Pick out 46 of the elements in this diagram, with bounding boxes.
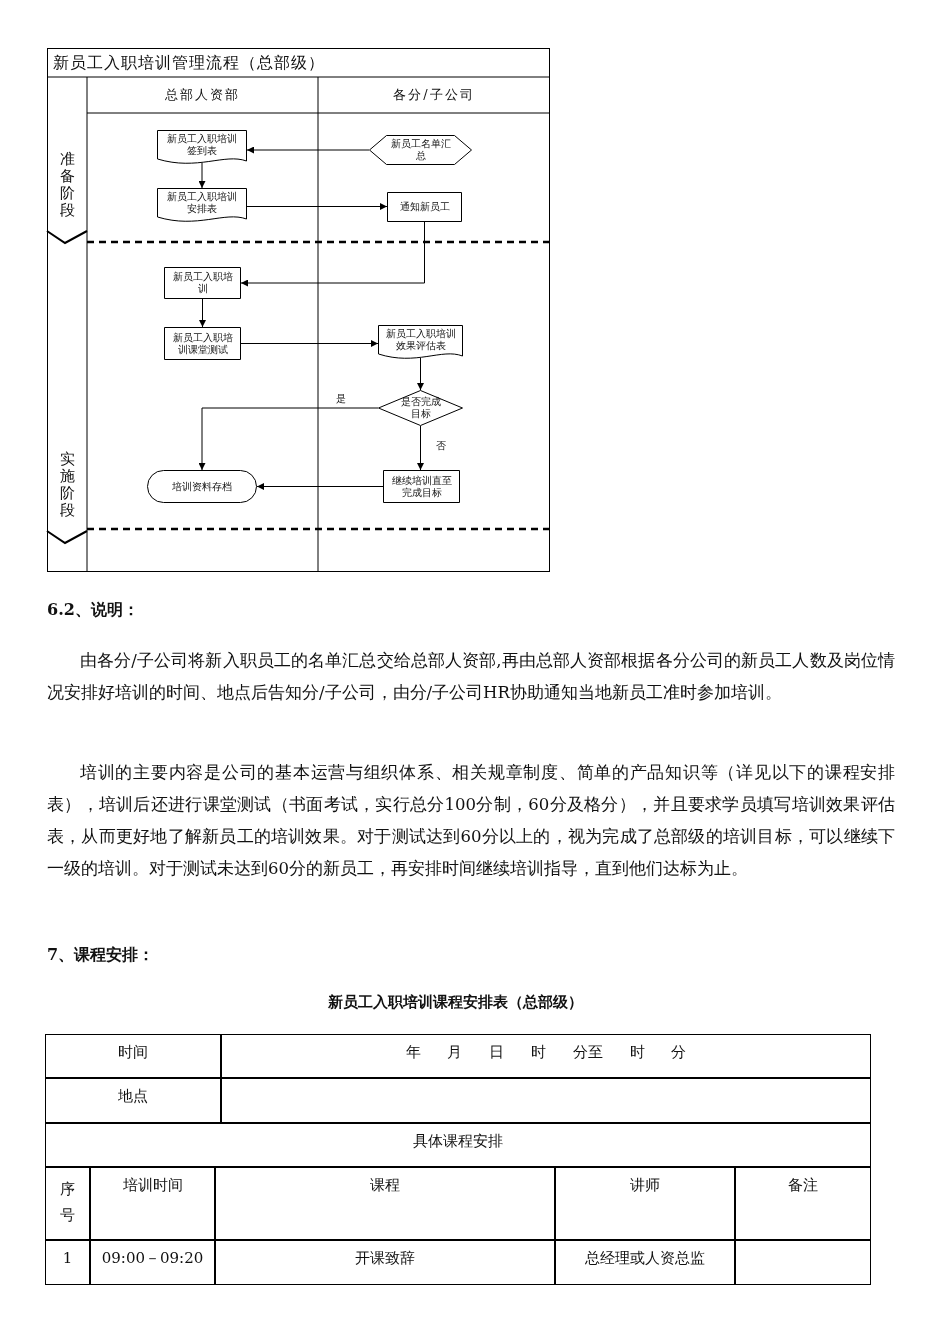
edge-label: 否: [436, 440, 446, 452]
table-cell: 09:00－09:20: [90, 1240, 215, 1285]
arrow: [198, 407, 379, 471]
table-cell: 讲师: [555, 1167, 735, 1240]
arrow: [417, 425, 424, 471]
phase-band: 准备阶段: [47, 113, 87, 255]
hexagon-shape: 新员工名单汇总: [369, 135, 472, 165]
process-box: 新员工入职培训: [164, 267, 241, 299]
paragraph: 培训的主要内容是公司的基本运营与组织体系、相关规章制度、简单的产品知识等（详见以下的课程安排表），培训后还进行课堂测试（书面考试，实行总分100分制，60分及格分），并且要求学员填写培训效果评估表，从而更好地了解新员工的培训效果。对于测试达到60分以上的，视为完成了总部级的培训目标，可以继续下一级的培训。对于测试未达到60分的新员工，再安排时间继续培训指导，直到他们达标为止。: [47, 762, 895, 880]
arrow: [256, 483, 384, 490]
arrow: [417, 357, 424, 391]
lane-header: 总部人资部: [87, 77, 318, 113]
table-cell: 具体课程安排: [45, 1123, 871, 1167]
paragraph: 由各分/子公司将新入职员工的名单汇总交给总部人资部,再由总部人资部根据各分公司的新员工人数及岗位情况安排好培训的时间、地点后告知分/子公司，由分/子公司HR协助通知当地新员工准时参加培训。: [47, 650, 895, 704]
arrow: [198, 162, 206, 189]
document-shape: 新员工入职培训安排表: [157, 188, 247, 225]
edge-label: 是: [336, 393, 346, 405]
table-cell: 时间: [45, 1034, 221, 1078]
table-cell: 备注: [735, 1167, 871, 1240]
document-shape: 新员工入职培训签到表: [157, 130, 247, 167]
terminal-shape: 培训资料存档: [147, 470, 257, 503]
table-cell: 总经理或人资总监: [555, 1240, 735, 1285]
table-cell: 培训时间: [90, 1167, 215, 1240]
table-cell: 开课致辞: [215, 1240, 555, 1285]
document-shape: 新员工入职培训效果评估表: [378, 325, 463, 362]
table-cell: 课程: [215, 1167, 555, 1240]
table-cell: 1: [45, 1240, 90, 1285]
chart-title: 新员工入职培训管理流程（总部级）: [53, 53, 325, 73]
phase-band: 实施阶段: [47, 255, 87, 555]
arrow: [240, 340, 379, 347]
decision-diamond: 是否完成目标: [378, 390, 463, 426]
table-cell: 年 月 日 时 分至 时 分: [221, 1034, 871, 1078]
table-cell: 地点: [45, 1078, 221, 1123]
process-box: 继续培训直至完成目标: [383, 470, 460, 503]
process-box: 新员工入职培训课堂测试: [164, 327, 241, 360]
table-title: 新员工入职培训课程安排表（总部级）: [326, 992, 584, 1013]
table-cell: 序号: [45, 1167, 90, 1240]
section-heading: 6.2、说明：: [47, 599, 140, 621]
lane-header: 各分/子公司: [318, 77, 550, 113]
process-box: 通知新员工: [387, 192, 462, 222]
arrow: [199, 298, 206, 328]
flowchart-frame: [47, 48, 550, 572]
arrow: [240, 221, 425, 287]
section-heading: 7、课程安排：: [47, 944, 156, 966]
arrow: [246, 146, 370, 154]
arrow: [246, 203, 388, 210]
